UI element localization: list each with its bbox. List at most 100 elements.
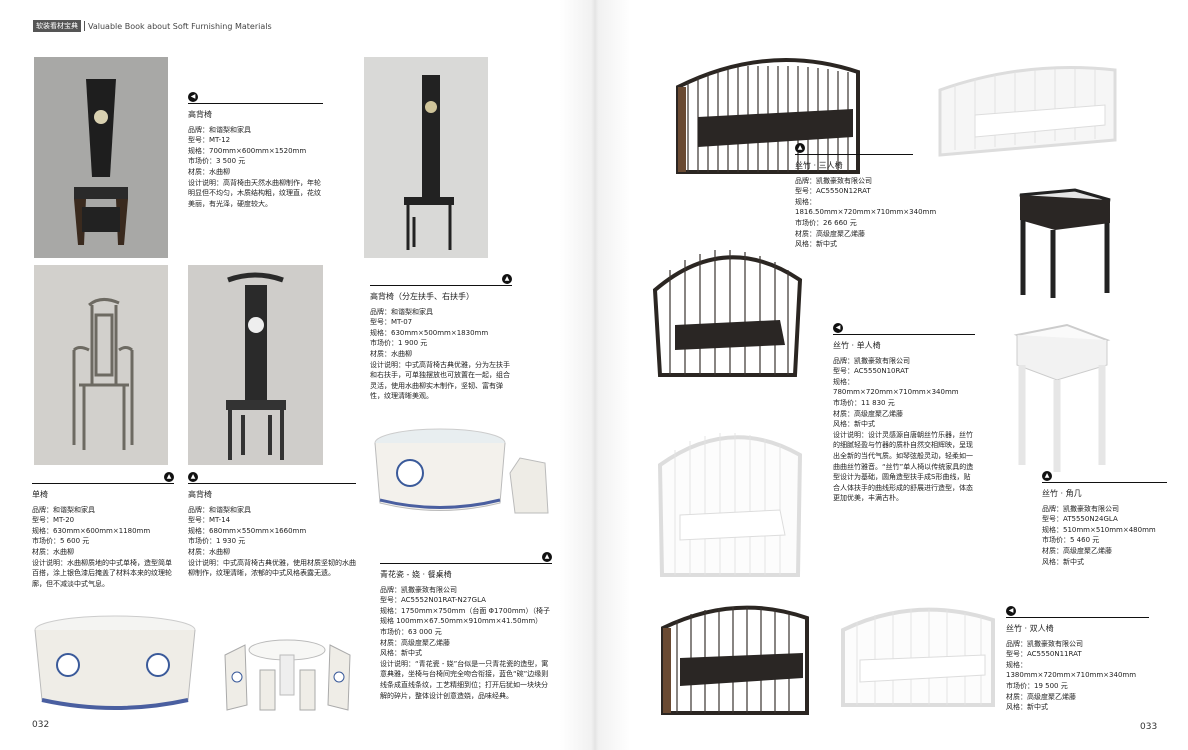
product-spec-line: 市场价：19 500 元 — [1006, 681, 1068, 690]
product-spec-line: 型号：AT5550N24GLA — [1042, 515, 1118, 524]
photo-single-armchair — [645, 240, 810, 390]
product-title: 高背椅 — [188, 490, 212, 499]
product-spec-line: 风格：新中式 — [1042, 557, 1084, 566]
arrow-left-icon: ◀ — [1006, 606, 1016, 616]
product-spec-line: 品牌：和谐梨和家具 — [188, 505, 251, 514]
photo-porcelain-set-open — [215, 615, 360, 715]
section-rule: ◀ — [833, 323, 975, 335]
section-rule: ▲ — [370, 274, 512, 286]
product-spec-line: 设计说明：中式高背椅古典优雅，使用材质坚韧的水曲柳制作，纹理清晰，浓郁的中式风格… — [188, 558, 356, 578]
arrow-left-icon: ◀ — [188, 92, 198, 102]
product-spec-line: 品牌：凯撒豪致有限公司 — [1006, 639, 1083, 648]
product-spec-line: 品牌：凯撒豪致有限公司 — [795, 176, 872, 185]
arrow-up-icon: ▲ — [164, 472, 174, 482]
product-spec-line: 型号：AC5552N01RAT-N27GLA — [380, 596, 486, 605]
section-rule: ▲ — [32, 472, 174, 484]
product-title: 高背椅 — [188, 110, 212, 119]
arrow-left-icon: ◀ — [833, 323, 843, 333]
section-rule: ◀ — [1006, 606, 1149, 618]
divider — [84, 21, 85, 31]
product-spec-line: 材质：高级度聚乙烯藤 — [1042, 546, 1112, 555]
section-rule: ▲ — [188, 472, 356, 484]
product-spec-line: 规格：1750mm×750mm（台面 Φ1700mm）（椅子规格 100mm×6… — [380, 606, 551, 626]
product-spec-line: 规格：680mm×550mm×1660mm — [188, 526, 307, 535]
product-spec-line: 材质：水曲柳 — [370, 349, 412, 358]
product-spec-line: 型号：MT-07 — [370, 318, 413, 327]
product-spec-line: 风格：新中式 — [833, 420, 875, 429]
product-spec-line: 材质：高级度聚乙烯藤 — [795, 229, 865, 238]
photo-two-seat-white-sofa — [835, 600, 1000, 715]
section-rule: ▲ — [380, 552, 552, 564]
photo-porcelain-table — [30, 610, 200, 718]
product-spec-line: 型号：AC5550N12RAT — [795, 187, 871, 196]
product-spec-line: 型号：AC5550N10RAT — [833, 367, 909, 376]
book-subtitle: Valuable Book about Soft Furnishing Mate… — [88, 21, 272, 31]
photo-high-back-chair-mt07 — [364, 57, 488, 258]
product-spec-line: 市场价：5 600 元 — [32, 537, 90, 546]
product-title: 高背椅（分左扶手、右扶手） — [370, 292, 474, 301]
product-spec-line: 品牌：和谐梨和家具 — [188, 125, 251, 134]
product-spec-line: 设计说明：水曲柳质地的中式单椅，造型简单百搭，涂上银色漆后掩盖了材料本来的纹理轮… — [32, 558, 172, 588]
product-spec-line: 市场价：3 500 元 — [188, 157, 246, 166]
section-rule: ▲ — [1042, 471, 1167, 483]
product-spec-line: 型号：AC5550N11RAT — [1006, 650, 1082, 659]
product-spec-line: 材质：高级度聚乙烯藤 — [1006, 692, 1076, 701]
product-spec-line: 市场价：26 660 元 — [795, 218, 857, 227]
product-spec-line: 品牌：凯撒豪致有限公司 — [833, 356, 910, 365]
product-spec-line: 材质：水曲柳 — [32, 547, 74, 556]
product-title: 丝竹 · 三人椅 — [795, 161, 843, 170]
product-spec-line: 型号：MT-12 — [188, 136, 231, 145]
product-spec-line: 材质：高级度聚乙烯藤 — [380, 638, 450, 647]
product-spec-line: 材质：水曲柳 — [188, 547, 230, 556]
arrow-up-icon: ▲ — [502, 274, 512, 284]
product-spec-line: 市场价：1 930 元 — [188, 537, 246, 546]
product-spec-line: 规格：1816.50mm×720mm×710mm×340mm — [795, 197, 937, 217]
page-number-right: 033 — [1140, 722, 1158, 732]
product-spec-line: 规格：780mm×720mm×710mm×340mm — [833, 377, 959, 397]
product-spec-line: 市场价：5 460 元 — [1042, 536, 1100, 545]
product-spec-line: 规格：630mm×600mm×1180mm — [32, 526, 151, 535]
product-spec-line: 风格：新中式 — [380, 649, 422, 658]
product-title: 丝竹 · 单人椅 — [833, 341, 881, 350]
product-spec-line: 设计说明：中式高背椅古典优雅，分为左扶手和右扶手，可单独摆放也可放置在一起，组合… — [370, 360, 510, 401]
product-spec-line: 材质：高级度聚乙烯藤 — [833, 409, 903, 418]
photo-white-sofa — [935, 55, 1120, 165]
product-title: 丝竹 · 角几 — [1042, 489, 1082, 498]
product-spec-line: 设计说明：“青花瓷 - 娆”台似是一只青花瓷的造型，寓意典雅，坐椅与台椅间完全吻… — [380, 659, 549, 700]
product-spec-line: 设计说明：设计灵感源自唐朝丝竹乐器，丝竹的细腻轻盈与竹器的质朴自然交相辉映，呈现… — [833, 430, 974, 503]
arrow-up-icon: ▲ — [1042, 471, 1052, 481]
photo-three-seat-sofa — [668, 47, 868, 187]
product-block-qhc: ▲青花瓷 - 娆 · 餐桌椅品牌：凯撒豪致有限公司型号：AC5552N01RAT… — [380, 552, 552, 701]
page-spine — [560, 0, 630, 750]
product-spec-line: 市场价：1 900 元 — [370, 339, 428, 348]
product-spec-line: 规格：700mm×600mm×1520mm — [188, 146, 307, 155]
product-spec-line: 材质：水曲柳 — [188, 167, 230, 176]
photo-single-chair-mt20 — [34, 265, 168, 465]
photo-dark-side-table — [1015, 185, 1115, 300]
section-rule: ▲ — [795, 143, 913, 155]
product-spec-line: 市场价：63 000 元 — [380, 627, 442, 636]
product-spec-line: 设计说明：高背椅由天然水曲柳制作，年轮明显但不均匀，木质结构粗，纹理直，花纹美丽… — [188, 178, 321, 208]
section-rule: ◀ — [188, 92, 323, 104]
product-spec-line: 风格：新中式 — [1006, 703, 1048, 712]
product-title: 单椅 — [32, 490, 48, 499]
photo-white-corner-table — [1012, 320, 1112, 475]
product-spec-line: 风格：新中式 — [795, 240, 837, 249]
arrow-up-icon: ▲ — [795, 143, 805, 153]
product-spec-line: 型号：MT-20 — [32, 516, 75, 525]
photo-porcelain-dining-set — [370, 418, 560, 522]
arrow-up-icon: ▲ — [542, 552, 552, 562]
page-number-left: 032 — [32, 720, 50, 730]
photo-two-seat-dark-sofa — [655, 598, 815, 723]
arrow-up-icon: ▲ — [188, 472, 198, 482]
photo-white-armchair — [650, 425, 810, 590]
photo-high-back-chair-mt12 — [34, 57, 168, 258]
product-spec-line: 型号：MT-14 — [188, 516, 231, 525]
